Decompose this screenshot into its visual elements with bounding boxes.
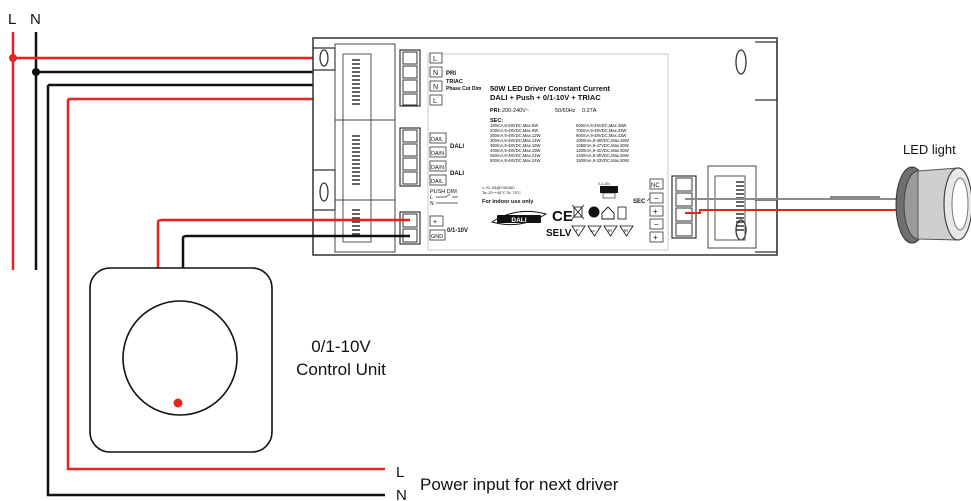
sec-left-0: 180mA,9-48VDC,Max.6W: [490, 123, 538, 128]
junction-n: [32, 68, 40, 76]
pri-terminal-block: [399, 49, 421, 107]
dali-term-1: DA/L: [431, 137, 443, 143]
out-term-4: +: [653, 233, 658, 242]
pri-current: 0.27A: [582, 108, 597, 114]
pri-freq: 50/60Hz: [555, 108, 576, 114]
push-dim-label: PUSH DIM: [430, 189, 457, 195]
ratings-line-2: Ta:-20~+45°C Tc: 75°C: [482, 191, 521, 195]
recycle-bin-icon: [571, 204, 585, 220]
led-driver: [312, 37, 778, 256]
phase-cut-label: Phase Cut Dim: [446, 86, 482, 92]
sec-tag: SEC: [633, 199, 646, 205]
sec-left-2: 250mA,9-48VDC,Max.12W: [490, 133, 541, 138]
out-term-nc: NC: [651, 183, 660, 189]
pri-term-1: L: [433, 56, 437, 63]
junction-l: [9, 54, 17, 62]
sec-right-1: 700mA,9-48VDC,Max.33W: [576, 128, 627, 133]
dim-label: 0/1-10V: [447, 228, 468, 234]
sec-spec-label: SEC:: [490, 118, 503, 124]
out-term-2: +: [653, 207, 658, 216]
wire-dim-gnd: [181, 234, 410, 268]
pri-voltage: 200-240V~: [502, 108, 529, 114]
indoor-use-text: For indoor use only: [482, 199, 534, 205]
ratings-line-1: λ >0. 93@230VAC: [482, 185, 515, 190]
pri-label: PRI: [446, 71, 456, 77]
mount-hole-left: [319, 49, 329, 67]
control-unit-title: 0/1-10V: [311, 337, 371, 356]
dali-term-4: DA/L: [431, 179, 443, 185]
badge-hvi: HVI: [590, 229, 595, 233]
wire-dim-plus: [156, 218, 410, 268]
dali-terminal-block: [399, 127, 421, 187]
dali-logo: DALI: [490, 210, 548, 226]
sec-right-3: 1000mA,9-48VDC,Max.48W: [576, 138, 629, 143]
triangle-badges: [571, 225, 634, 237]
class-ii-icon: [588, 206, 600, 218]
sec-left-6: 450mA,9-48VDC,Max.21W: [490, 153, 541, 158]
sec-right-7: 1500mA,9-33VDC,Max.50W: [576, 158, 629, 163]
ce-mark: CE: [552, 208, 573, 225]
house-icon: [601, 206, 615, 220]
sec-right-2: 900mA,9-48VDC,Max.43W: [576, 133, 627, 138]
pri-spec-label: PRI:: [490, 108, 501, 114]
transformer-icon: [617, 206, 627, 220]
mains-l-label: L: [8, 11, 16, 28]
badge-m2: M: [624, 228, 628, 233]
dali-term-2: DA/N: [431, 151, 444, 157]
control-knob-indicator: [173, 398, 183, 408]
dali-label-2: DALI: [450, 171, 464, 177]
badge-f: F: [576, 228, 579, 233]
next-driver-text: Power input for next driver: [420, 475, 619, 494]
sec-left-7: 500mA,9-48VDC,Max.24W: [490, 158, 541, 163]
led-light-label: LED light: [903, 142, 956, 157]
control-knob: [122, 300, 238, 416]
sec-left-4: 350mA,9-48VDC,Max.16W: [490, 143, 541, 148]
output-terminal-labels: NC − + − + SEC: [633, 178, 664, 243]
sec-left-3: 300mA,9-48VDC,Max.14W: [490, 138, 541, 143]
dim-terminal-labels: + GND 0/1-10V: [429, 215, 468, 241]
push-n-label: N: [430, 201, 434, 207]
output-terminal-block: [671, 175, 697, 239]
sec-right-6: 1400mA,9-35VDC,Max.50W: [576, 153, 629, 158]
out-term-3: −: [654, 220, 659, 229]
dim-term-plus: +: [433, 219, 437, 226]
next-n-label: N: [396, 487, 407, 501]
sec-right-5: 1200mA,9-41VDC,Max.50W: [576, 148, 629, 153]
badge-m1: M: [608, 228, 612, 233]
dali-term-3: DA/N: [431, 165, 444, 171]
pri-term-4: L: [433, 98, 437, 105]
led-light: [895, 166, 971, 244]
pri-terminal-labels: L N N L PRI TRIAC Phase Cut Dim: [429, 52, 482, 106]
triac-label: TRIAC: [446, 79, 463, 85]
driver-label: 50W LED Driver Constant Current DALI + P…: [482, 84, 634, 239]
control-unit-subtitle: Control Unit: [296, 360, 386, 379]
driver-title: 50W LED Driver Constant Current: [490, 84, 611, 93]
sec-right-0: 600mA,9-48VDC,Max.28W: [576, 123, 627, 128]
sec-right-4: 1050mA,9-47VDC,Max.50W: [576, 143, 629, 148]
dali-label-1: DALI: [450, 144, 464, 150]
dim-term-gnd: GND: [431, 234, 443, 240]
push-l-label: L: [430, 195, 433, 201]
pcb-strip-left: [352, 59, 360, 235]
dim-badge: 0-1-10v: [598, 182, 618, 199]
control-unit: [89, 267, 273, 453]
dali-terminal-labels: DA/L DA/N DA/N DA/L DALI DALI PUSH DIM L…: [429, 132, 464, 207]
push-switch-symbol: [436, 193, 458, 204]
mount-hole-left-lower: [319, 182, 329, 202]
dali-logo-text: DALI: [511, 217, 526, 224]
next-l-label: L: [396, 464, 404, 481]
selv-mark: SELV: [546, 228, 572, 239]
sec-left-5: 400mA,9-48VDC,Max.19W: [490, 148, 541, 153]
mains-n-label: N: [30, 11, 41, 28]
mount-hole-right: [735, 49, 747, 75]
dim-terminal-block: [399, 211, 421, 245]
pri-term-3: N: [433, 84, 438, 91]
pri-term-2: N: [433, 70, 438, 77]
dim-badge-text: 0-1-10v: [598, 182, 610, 186]
out-term-1: −: [654, 194, 659, 203]
sec-left-1: 200mA,9-48VDC,Max.9W: [490, 128, 538, 133]
wire-led-red: [685, 209, 912, 214]
driver-subtitle: DALI + Push + 0/1-10V + TRIAC: [490, 93, 601, 102]
